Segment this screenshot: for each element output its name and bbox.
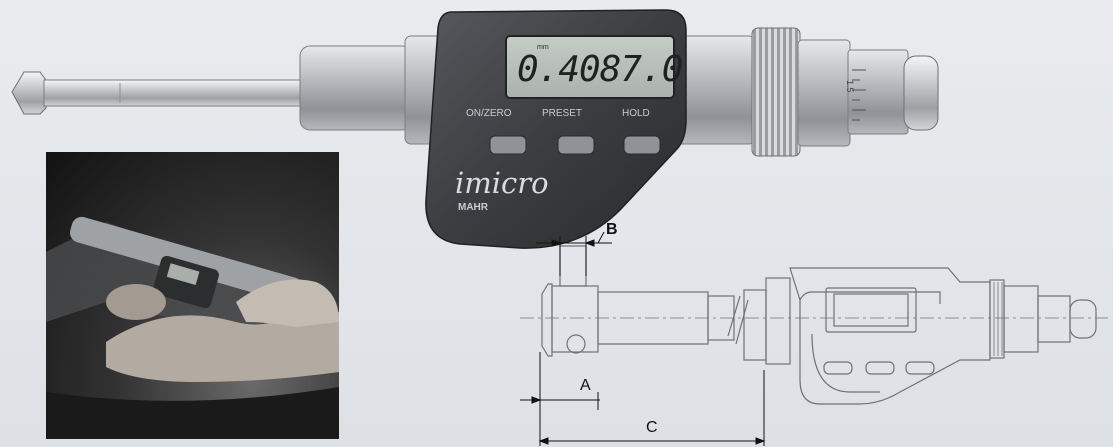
dimension-label-c: C	[646, 419, 658, 436]
dimension-lines	[520, 231, 766, 446]
ratchet-cap	[903, 55, 939, 131]
preset-label: PRESET	[542, 108, 583, 119]
dimension-label-b: B	[606, 221, 618, 238]
dimension-label-a: A	[580, 377, 591, 394]
brand-logo: imicro	[455, 166, 549, 200]
thimble-mark: 1.5	[845, 80, 855, 93]
gauge-tip	[11, 71, 47, 115]
gauge-rod	[43, 79, 307, 107]
hold-label: HOLD	[622, 108, 650, 119]
thimble-scale	[847, 49, 909, 135]
technical-drawing	[520, 245, 1108, 405]
lcd-reading: 0.4087.0	[517, 49, 683, 90]
hand-holding-gauge-photo	[46, 152, 339, 439]
on-zero-label: ON/ZERO	[466, 108, 512, 119]
lcd-screen	[505, 35, 675, 99]
rod-collar	[299, 45, 413, 131]
thimble	[797, 39, 851, 147]
brand-sub-logo: MAHR	[458, 202, 488, 213]
knurled-ring	[751, 27, 801, 157]
hold-button[interactable]	[623, 135, 661, 155]
lcd-unit: mm	[537, 44, 549, 51]
on-zero-button[interactable]	[489, 135, 527, 155]
preset-button[interactable]	[557, 135, 595, 155]
